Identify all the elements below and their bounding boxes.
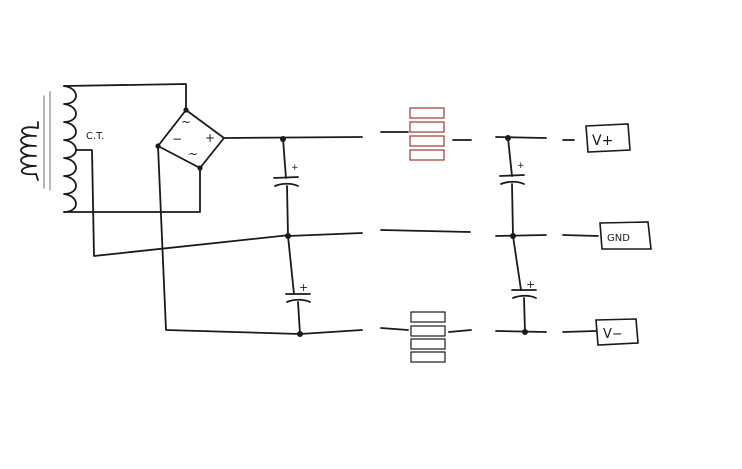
output-negative-wire: [495, 330, 547, 333]
bridge-rectifier: ~ ~ − +: [155, 107, 225, 171]
capacitor-polarity-mark: +: [291, 163, 299, 173]
vplus-label: V+: [592, 133, 613, 149]
capacitor-polarity-mark: +: [299, 281, 308, 294]
bridge-ac-symbol: ~: [181, 115, 191, 129]
capacitor-polarity-mark: +: [517, 161, 525, 171]
transformer-secondary: [63, 83, 291, 257]
negative-regulator: [380, 311, 472, 363]
ground-wire: [287, 232, 363, 237]
bridge-minus-symbol: −: [172, 132, 182, 146]
gnd-label: GND: [607, 233, 630, 244]
gnd-lead: [562, 234, 599, 237]
vminus-lead: [562, 330, 597, 333]
capacitor-polarity-mark: +: [526, 278, 535, 291]
positive-regulator: [380, 107, 472, 161]
bridge-ac-symbol: ~: [188, 147, 198, 161]
filter-capacitor-column-2: + +: [499, 135, 537, 335]
output-terminal-vminus: V−: [595, 318, 639, 346]
negative-rail-wire: [157, 145, 363, 335]
bridge-plus-symbol: +: [205, 131, 215, 145]
output-terminal-gnd: GND: [599, 221, 652, 250]
vminus-label: V−: [603, 327, 623, 342]
output-positive-wire: [495, 136, 547, 139]
output-terminal-vplus: V+: [585, 123, 631, 153]
positive-rail-wire: [223, 136, 363, 139]
ground-through-wire: [380, 229, 471, 233]
filter-capacitor-column-1: + +: [273, 136, 311, 337]
output-ground-wire: [495, 234, 547, 237]
transformer-primary: [20, 91, 51, 191]
center-tap-label: C.T.: [86, 131, 104, 142]
